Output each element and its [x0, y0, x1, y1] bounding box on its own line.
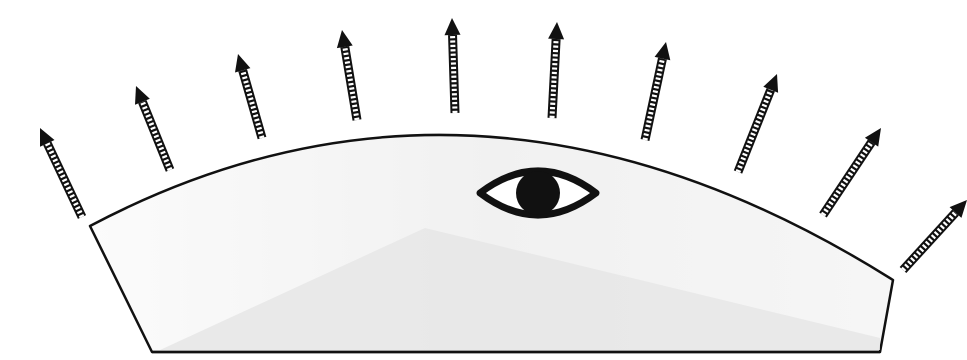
outward-arrow-icon	[40, 128, 82, 217]
arrow-head	[337, 30, 353, 48]
outward-arrow-icon	[738, 74, 778, 172]
outward-arrow-icon	[903, 200, 967, 270]
arrow-shaft-dashes	[738, 90, 771, 172]
outward-arrow-icon	[548, 22, 564, 118]
arrow-head	[548, 22, 564, 39]
arrow-head	[445, 18, 461, 35]
arrow-head	[655, 42, 671, 60]
outward-arrow-icon	[235, 54, 262, 138]
outward-arrow-icon	[445, 18, 461, 113]
outward-arrow-icon	[645, 42, 670, 140]
outward-arrow-icon	[135, 86, 170, 170]
dome-shape	[90, 135, 893, 352]
outward-arrow-icon	[823, 128, 881, 215]
arrow-head	[235, 54, 250, 73]
outward-arrow-icon	[337, 30, 357, 120]
arrow-shaft	[823, 142, 872, 215]
